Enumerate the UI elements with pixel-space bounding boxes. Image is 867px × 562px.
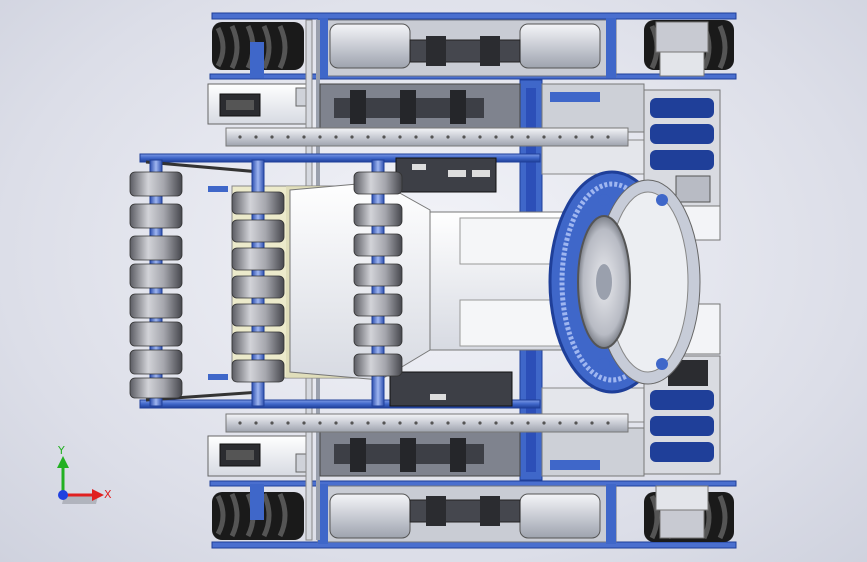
intake-frame-bars (139, 153, 541, 409)
upper-gearbox (319, 83, 521, 129)
z-axis-origin (58, 490, 68, 500)
bottom-drive-module (317, 484, 617, 544)
turret-disc (577, 194, 668, 370)
upper-linear-rail (225, 127, 629, 147)
hub-module-lower (389, 371, 513, 407)
battery-box-bottom (207, 435, 311, 477)
lower-linear-rail (225, 413, 629, 433)
y-axis-label: Y (57, 444, 65, 457)
mecanum-wheel-top-right (644, 20, 734, 77)
mecanum-wheel-bottom-right (644, 485, 734, 542)
intake-belt (145, 160, 261, 402)
mecanum-wheel-top-left (212, 22, 304, 78)
turret-ring-gear (548, 170, 701, 394)
inner-intake-roller (353, 159, 403, 407)
front-intake-roller (129, 159, 183, 407)
mecanum-wheel-bottom-left (212, 484, 304, 540)
coordinate-triad: Y X (57, 444, 112, 504)
middle-intake-roller (231, 159, 285, 407)
top-drive-module (317, 18, 617, 78)
right-bearing-column-upper (643, 89, 721, 207)
battery-box-top (207, 83, 311, 125)
hub-module-upper (395, 157, 497, 193)
x-axis-label: X (104, 488, 112, 501)
lower-gearbox (319, 431, 521, 477)
